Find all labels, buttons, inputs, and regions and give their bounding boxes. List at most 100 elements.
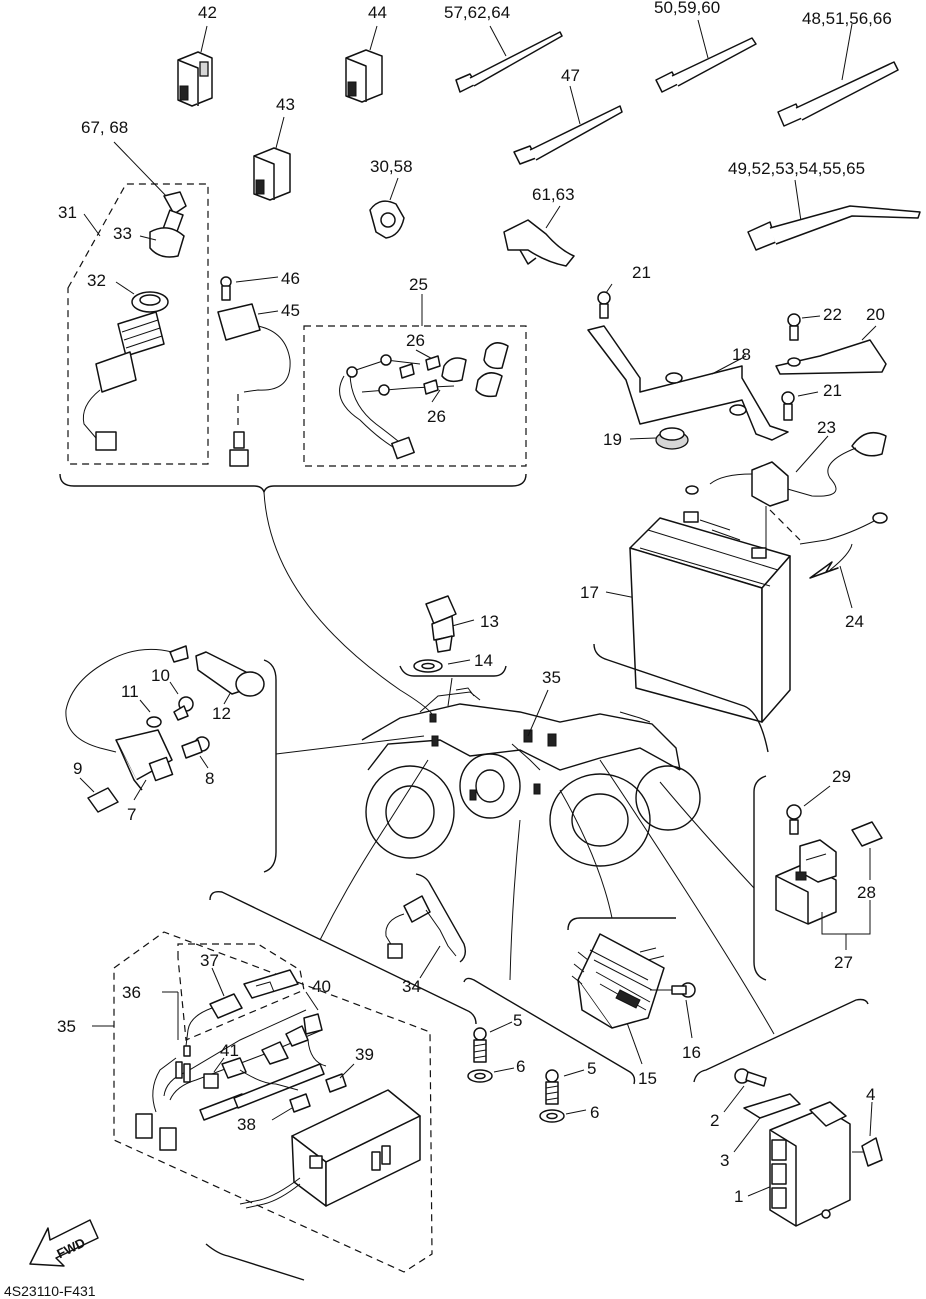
callout-26-top: 26 — [406, 331, 425, 350]
cable-tie-57-part — [455, 25, 563, 93]
callout-19: 19 — [603, 430, 622, 449]
connector-44-part — [345, 25, 383, 103]
bolt-46-part — [220, 276, 279, 301]
fuse-box-part — [239, 1089, 421, 1209]
callout-20: 20 — [866, 305, 885, 324]
bolt-4-part — [852, 1101, 883, 1167]
leader-harness-group — [319, 759, 429, 941]
callout-6-a: 6 — [516, 1057, 525, 1076]
callout-36: 36 — [122, 983, 141, 1002]
callout-4: 4 — [866, 1085, 875, 1104]
ecu-group-bracket — [693, 998, 869, 1083]
leader-35-top — [527, 689, 549, 737]
ecu-1-part — [747, 1101, 851, 1227]
connector-42-part — [177, 25, 213, 107]
leader-41 — [213, 1057, 225, 1073]
leader-36 — [162, 991, 179, 1040]
callout-46: 46 — [281, 269, 300, 288]
callout-33: 33 — [113, 224, 132, 243]
callout-22: 22 — [823, 305, 842, 324]
harness-group-bracket-top — [209, 890, 477, 1025]
bolt-group-bracket — [463, 977, 636, 1085]
leader-bolt-group — [509, 819, 521, 981]
bolt-8-part — [181, 736, 210, 769]
callout-5-b: 5 — [587, 1059, 596, 1078]
callout-6-b: 6 — [590, 1103, 599, 1122]
callout-2: 2 — [710, 1111, 719, 1130]
callout-47: 47 — [561, 66, 580, 85]
sub-harness-37-part — [183, 967, 299, 1057]
bracket-3-part — [733, 1093, 801, 1153]
washer-14-part — [413, 659, 471, 673]
callout-45: 45 — [281, 301, 300, 320]
callout-13: 13 — [480, 612, 499, 631]
callout-3: 3 — [720, 1151, 729, 1170]
cable-tie-50-part — [655, 19, 757, 93]
battery-cable-23-part — [685, 431, 887, 554]
leader-40 — [305, 991, 319, 1011]
callout-1: 1 — [734, 1187, 743, 1206]
neutral-switch-34-part — [385, 873, 467, 979]
callout-14: 14 — [474, 651, 493, 670]
callout-61-63: 61,63 — [532, 185, 575, 204]
drawing-code: 4S23110-F431 — [4, 1283, 96, 1299]
callout-25: 25 — [409, 275, 428, 294]
leader-relay-group — [659, 781, 755, 889]
leader-sensor — [447, 677, 453, 707]
relay-45-part — [217, 303, 291, 467]
callout-37: 37 — [200, 951, 219, 970]
washer-11-part — [139, 699, 162, 728]
battery-group-bracket — [593, 643, 769, 753]
upper-group-bracket — [59, 473, 527, 495]
main-switch-33-part — [113, 141, 187, 258]
washer-6b-part — [539, 1109, 587, 1123]
leader-38 — [271, 1107, 293, 1121]
callout-43: 43 — [276, 95, 295, 114]
bracket-18-part — [587, 283, 789, 441]
callout-44: 44 — [368, 3, 387, 22]
spark-plug-cap-12-part — [65, 645, 265, 753]
clamp-61-part — [503, 205, 575, 267]
bolt-5b-part — [545, 1069, 585, 1105]
sensor-bracket — [399, 665, 507, 677]
grommet-19-part — [629, 427, 689, 450]
callout-12: 12 — [212, 704, 231, 723]
callout-34: 34 — [402, 977, 421, 996]
harness-group-outline — [113, 931, 433, 1273]
bolt-5-part — [473, 1021, 513, 1063]
ignition-coil-7-part — [115, 729, 174, 801]
callout-8: 8 — [205, 769, 214, 788]
leader-coil-group — [275, 735, 425, 755]
harness-group-bracket-bottom — [205, 1243, 305, 1281]
leader-rectifier-group — [559, 789, 613, 919]
callout-27: 27 — [834, 953, 853, 972]
callout-15: 15 — [638, 1069, 657, 1088]
callout-16: 16 — [682, 1043, 701, 1062]
callout-41: 41 — [220, 1041, 239, 1060]
collar-9-part — [79, 777, 119, 813]
lock-nut-32-part — [82, 281, 169, 451]
connector-43-part — [253, 116, 291, 201]
callout-28: 28 — [857, 883, 876, 902]
atv-vehicle-illustration — [361, 687, 701, 867]
callout-23: 23 — [817, 418, 836, 437]
callout-35-bottom: 35 — [57, 1017, 76, 1036]
wire-harness-35-part — [135, 1009, 347, 1151]
callout-42: 42 — [198, 3, 217, 22]
rectifier-15-part — [571, 933, 665, 1065]
coil-group-bracket — [263, 659, 277, 873]
bolt-16-part — [650, 982, 696, 1039]
rectifier-group-bracket — [567, 917, 676, 931]
callout-5-a: 5 — [513, 1011, 522, 1030]
lead-wire-group-outline — [303, 325, 527, 467]
leader-39 — [339, 1063, 355, 1079]
callout-39: 39 — [355, 1045, 374, 1064]
callout-32: 32 — [87, 271, 106, 290]
callout-24: 24 — [845, 612, 864, 631]
callout-18: 18 — [732, 345, 751, 364]
callout-38: 38 — [237, 1115, 256, 1134]
callout-48-51-56-66: 48,51,56,66 — [802, 9, 892, 28]
bolt-29-part — [786, 785, 831, 835]
leader-ecu-group — [599, 759, 775, 1035]
